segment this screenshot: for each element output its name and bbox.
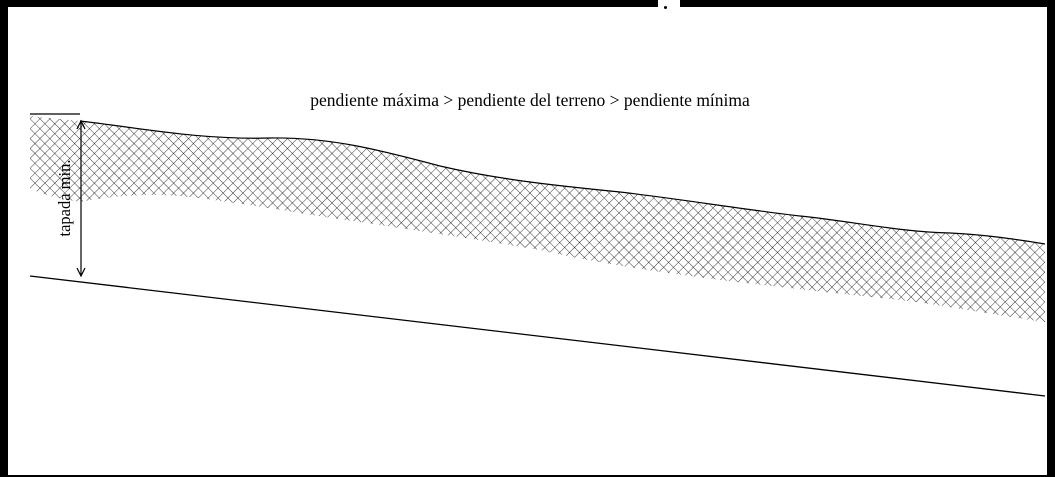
pipe-line (29, 275, 1046, 397)
frame-top-mark (664, 6, 667, 9)
soil-fill (30, 116, 1045, 322)
minimum-cover-label: tapada min. (55, 159, 74, 237)
frame-top-notch (658, 0, 680, 14)
cover-dimension-arrow (76, 119, 86, 278)
slope-caption: pendiente máxima > pendiente del terreno… (310, 90, 750, 110)
ground-surface-line (79, 120, 1046, 245)
